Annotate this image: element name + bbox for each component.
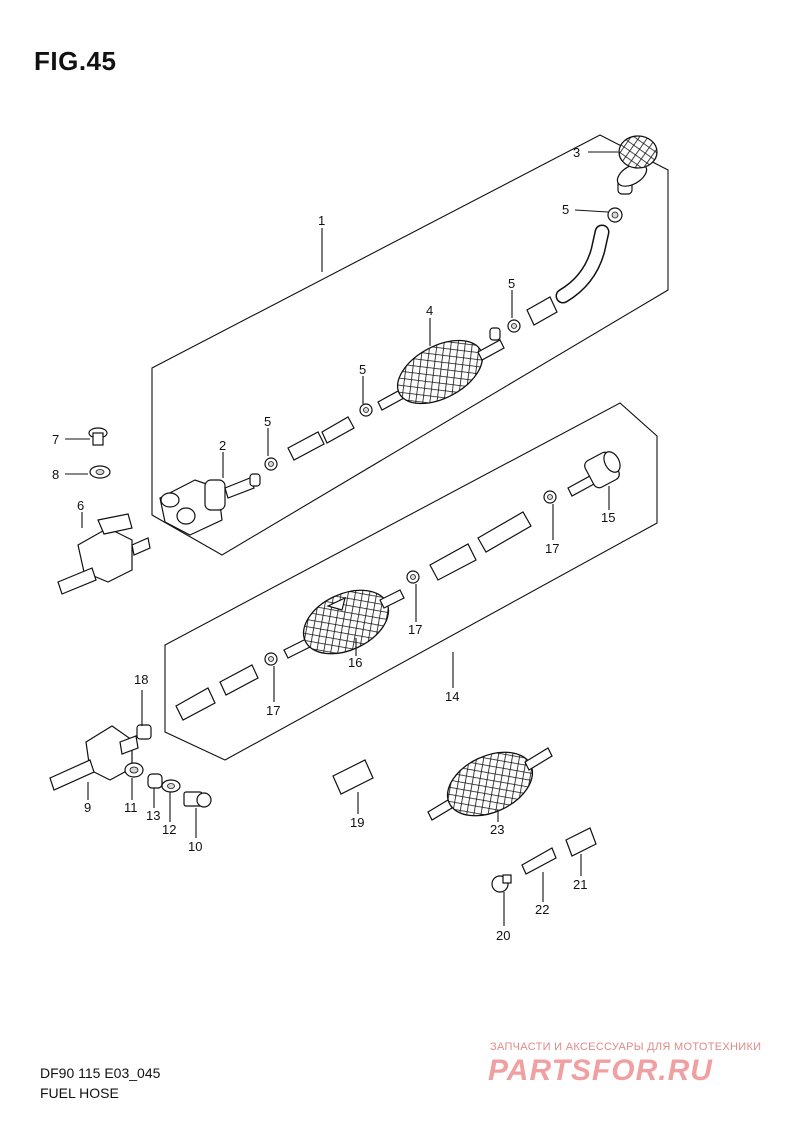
callout-21: 21 [573,877,587,892]
bolt-part-7 [88,427,108,446]
clip-part-17-lower [264,652,278,666]
figure-name: FUEL HOSE [40,1085,119,1101]
hose-part-21 [565,827,597,857]
callout-7: 7 [52,432,59,447]
assembly-14-outline [164,402,658,761]
callout-10: 10 [188,839,202,854]
figure-code: DF90 115 E03_045 [40,1065,161,1081]
figure-title: FIG.45 [34,46,117,76]
curved-hose [555,224,610,304]
cap-part-11 [124,762,144,778]
hose-segment-d [429,511,532,581]
callout-22: 22 [535,902,549,917]
washer-part-8 [89,465,111,479]
callout-19: 19 [350,815,364,830]
watermark-logo: PARTSFOR.RU [488,1054,713,1087]
callout-5-upper: 5 [508,276,515,291]
callout-23: 23 [490,822,504,837]
callout-17-lower: 17 [266,703,280,718]
callout-20: 20 [496,928,510,943]
filter-part-3 [616,135,658,195]
callout-11: 11 [124,800,138,815]
callout-numbers: 1 2 3 4 5 5 5 5 6 7 8 9 10 11 12 13 14 1… [52,145,615,943]
callout-1: 1 [318,213,325,228]
clip-part-17-upper [543,490,557,504]
hose-segment-a [287,416,355,461]
callout-5-mid: 5 [359,362,366,377]
callout-16: 16 [348,655,362,670]
collar-part-13 [147,773,163,789]
clip-part-5-upper [507,319,521,333]
leader-lines [65,151,618,926]
clip-part-5-top [607,207,623,223]
connector-part-22 [521,847,557,875]
callout-17-upper: 17 [545,541,559,556]
connector-part-15 [567,451,621,497]
fitting-part-6 [57,513,151,595]
primer-bulb-part-4 [377,327,505,411]
clamp-part-20 [491,874,512,893]
callout-14: 14 [445,689,459,704]
clip-part-18 [136,724,152,740]
callout-8: 8 [52,467,59,482]
callout-9: 9 [84,800,91,815]
callout-2: 2 [219,438,226,453]
callout-4: 4 [426,303,433,318]
callout-5-top: 5 [562,202,569,217]
callout-6: 6 [77,498,84,513]
watermark-tagline: ЗАПЧАСТИ И АКСЕССУАРЫ ДЛЯ МОТОТЕХНИКИ [490,1041,762,1053]
callout-17-mid: 17 [408,622,422,637]
clip-part-17-mid [406,570,420,584]
assembly-1-outline [151,134,669,556]
clip-part-5-lower [264,457,278,471]
washer-part-12 [161,779,181,793]
callout-15: 15 [601,510,615,525]
bolt-part-10 [183,791,212,808]
callout-3: 3 [573,145,580,160]
hose-segment-b [526,296,558,326]
callout-18: 18 [134,672,148,687]
connector-part-2 [159,473,261,536]
primer-bulb-part-23 [427,747,553,821]
fitting-part-9 [49,725,139,791]
clip-part-5-mid [359,403,373,417]
callout-13: 13 [146,808,160,823]
hose-part-19 [332,759,374,795]
hose-segment-c [175,664,259,721]
callout-5-lower: 5 [264,414,271,429]
callout-12: 12 [162,822,176,837]
primer-bulb-part-16 [283,589,405,659]
